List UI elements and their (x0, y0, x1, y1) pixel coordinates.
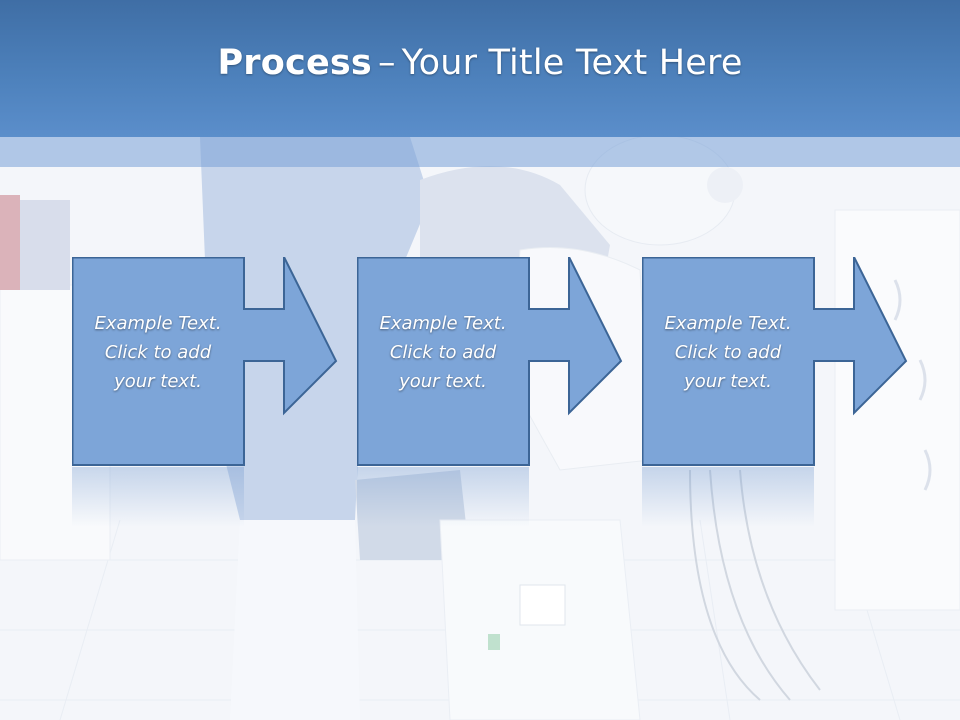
step-text-line1: Example Text. (94, 313, 222, 334)
step-text-line3: your text. (114, 371, 202, 392)
step-text[interactable]: Example Text. Click to add your text. (357, 309, 529, 396)
header-band (0, 137, 960, 167)
step-text-line2: Click to add (389, 342, 497, 363)
title-bold: Process (217, 42, 372, 83)
slide-title[interactable]: Process–Your Title Text Here (217, 43, 742, 83)
step-text[interactable]: Example Text. Click to add your text. (72, 309, 244, 396)
step-text-line3: your text. (684, 371, 772, 392)
step-arrow-shape (642, 257, 908, 466)
title-bar: Process–Your Title Text Here (0, 0, 960, 137)
step-2-reflection (357, 467, 529, 527)
process-step-2[interactable]: Example Text. Click to add your text. (357, 257, 627, 467)
step-text[interactable]: Example Text. Click to add your text. (642, 309, 814, 396)
process-step-3[interactable]: Example Text. Click to add your text. (642, 257, 912, 467)
title-rest: Your Title Text Here (401, 42, 743, 83)
step-text-line3: your text. (399, 371, 487, 392)
step-text-line2: Click to add (674, 342, 782, 363)
step-arrow-shape (72, 257, 338, 466)
step-arrow-shape (357, 257, 623, 466)
step-3-reflection (642, 467, 814, 527)
step-1-reflection (72, 467, 244, 527)
step-text-line1: Example Text. (379, 313, 507, 334)
process-step-1[interactable]: Example Text. Click to add your text. (72, 257, 342, 467)
step-text-line1: Example Text. (664, 313, 792, 334)
step-text-line2: Click to add (104, 342, 212, 363)
title-separator: – (377, 42, 396, 83)
